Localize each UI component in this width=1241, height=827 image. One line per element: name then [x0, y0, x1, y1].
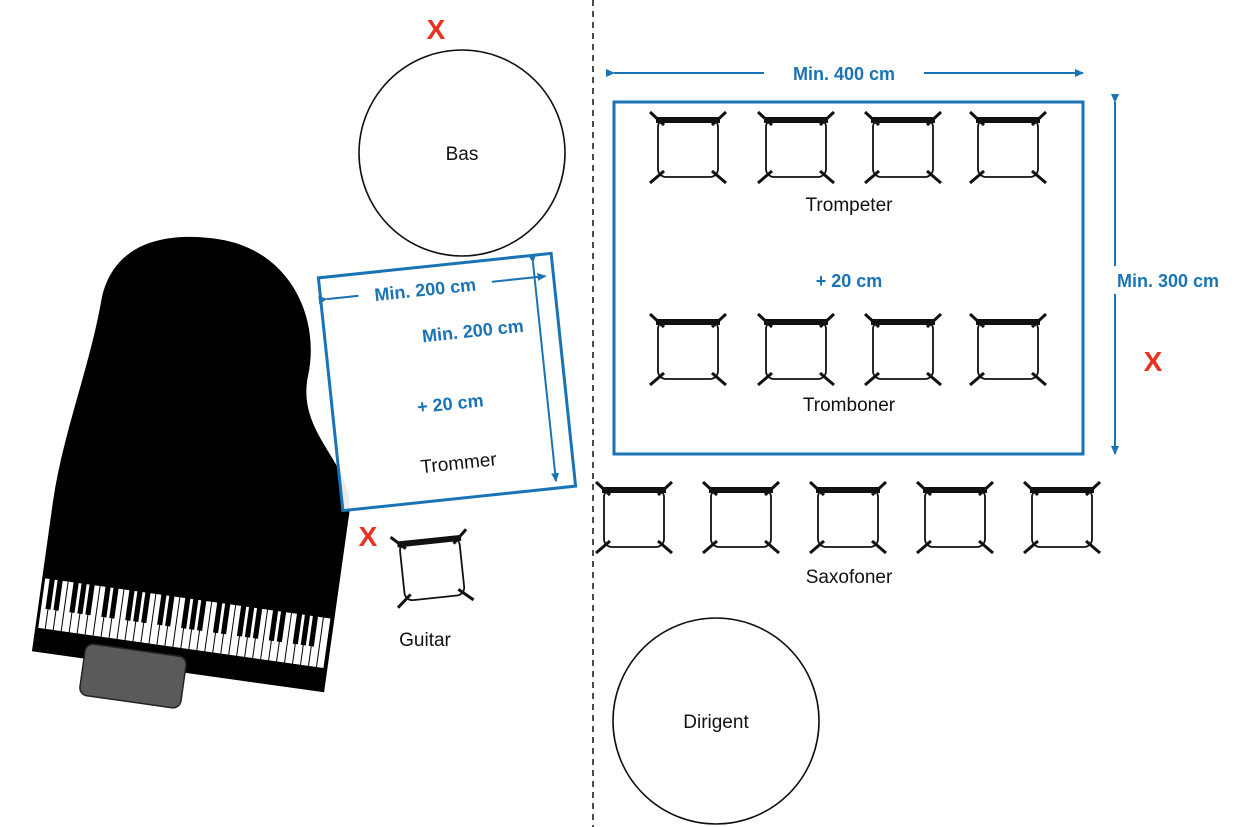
chair-icon — [1024, 482, 1100, 553]
guitar-label: Guitar — [399, 630, 451, 651]
saxophone-label: Saxofoner — [806, 567, 893, 588]
chair-icon — [865, 314, 941, 385]
chair-icon — [758, 314, 834, 385]
horn-depth-label: Min. 300 cm — [1117, 271, 1219, 291]
trombone-chairs — [650, 314, 1046, 385]
chair-icon — [865, 112, 941, 183]
chair-icon — [596, 482, 672, 553]
chair-icon — [917, 482, 993, 553]
conductor-position — [612, 617, 820, 825]
x-mark-drums: X — [359, 521, 378, 552]
trumpet-chairs — [650, 112, 1046, 183]
piano-bench-icon — [79, 643, 187, 709]
conductor-label: Dirigent — [683, 712, 749, 733]
chair-icon — [391, 529, 474, 608]
drum-area: Min. 200 cm Min. 200 cm + 20 cm Trommer — [316, 251, 578, 513]
drum-depth-arrow — [528, 253, 560, 483]
chair-icon — [703, 482, 779, 553]
x-mark-horns: X — [1144, 346, 1163, 377]
horn-spacing-label: + 20 cm — [816, 271, 883, 291]
guitar-chair — [391, 529, 474, 608]
x-mark-bass: X — [427, 14, 446, 45]
bass-label: Bas — [446, 144, 479, 165]
chair-icon — [970, 112, 1046, 183]
horn-section-box — [612, 100, 1085, 456]
bass-position — [358, 49, 566, 257]
trombone-label: Tromboner — [803, 395, 896, 416]
saxophone-chairs — [596, 482, 1100, 553]
chair-icon — [650, 314, 726, 385]
chair-icon — [758, 112, 834, 183]
chair-icon — [970, 314, 1046, 385]
chair-icon — [810, 482, 886, 553]
trumpet-label: Trompeter — [806, 195, 894, 216]
grand-piano-icon — [31, 236, 350, 709]
drum-area-border — [316, 251, 578, 513]
chair-icon — [650, 112, 726, 183]
horn-width-label: Min. 400 cm — [793, 64, 895, 84]
